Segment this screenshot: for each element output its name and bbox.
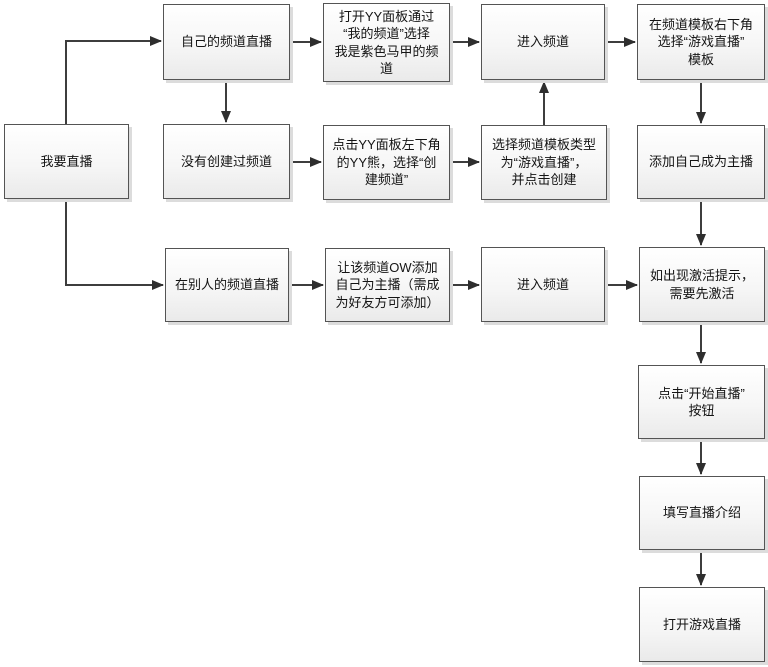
node-enter-channel-2: 进入频道 [481,247,605,322]
node-click-start-live: 点击“开始直播” 按钮 [638,365,765,439]
node-own-channel: 自己的频道直播 [163,4,290,80]
node-open-game-live: 打开游戏直播 [639,587,765,662]
node-start: 我要直播 [4,124,129,199]
node-add-self-anchor: 添加自己成为主播 [637,125,765,199]
connector-start-to-other-channel [65,199,164,290]
connector-start-to-own-channel [65,36,162,124]
node-activate: 如出现激活提示， 需要先激活 [639,247,765,322]
node-no-channel: 没有创建过频道 [163,124,290,199]
node-other-channel: 在别人的频道直播 [165,248,289,322]
node-enter-channel-1: 进入频道 [481,4,605,80]
node-click-yy-bear: 点击YY面板左下角 的YY熊，选择“创 建频道” [323,125,450,200]
node-ow-add-anchor: 让该频道OW添加 自己为主播（需成 为好友方可添加） [325,248,450,322]
node-fill-live-intro: 填写直播介绍 [639,476,765,550]
node-select-template-type: 选择频道模板类型 为“游戏直播”， 并点击创建 [481,125,607,200]
node-choose-template: 在频道模板右下角 选择“游戏直播” 模板 [637,4,765,80]
node-open-yy-panel: 打开YY面板通过 “我的频道”选择 我是紫色马甲的频 道 [323,3,450,82]
